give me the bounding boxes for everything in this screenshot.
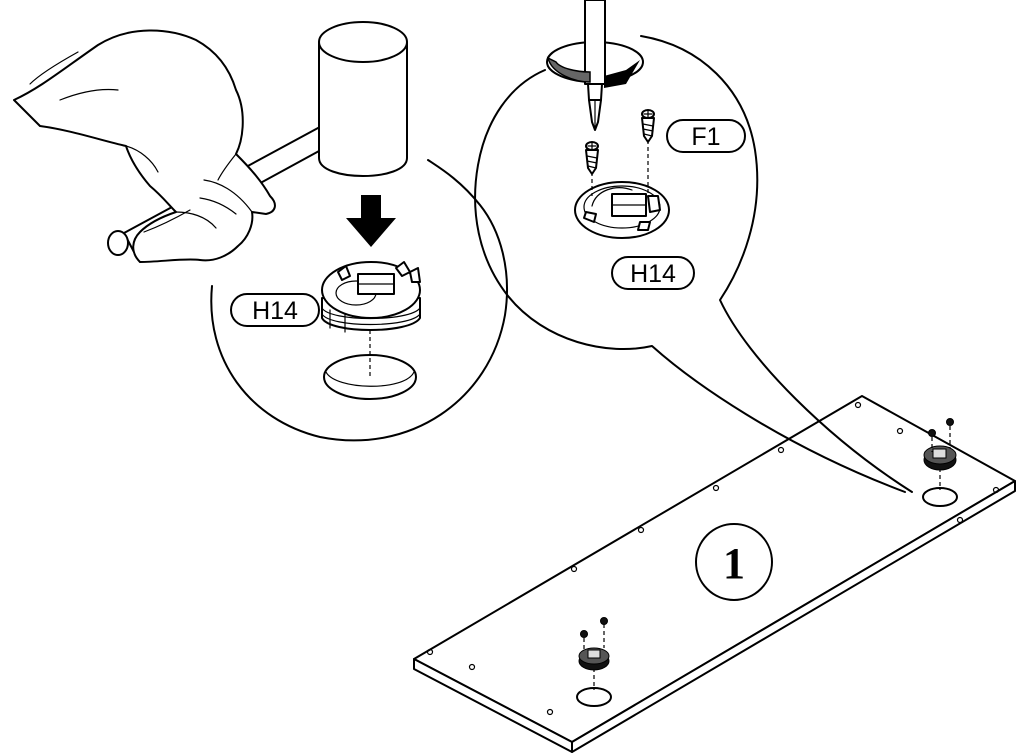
cam-lock-top-view bbox=[574, 181, 670, 239]
cam-lock-small-front bbox=[578, 617, 610, 690]
panel-cam-hole-back bbox=[922, 487, 958, 507]
part-label-h14-left: H14 bbox=[230, 293, 320, 327]
hand-icon bbox=[13, 29, 276, 263]
arrow-down-icon bbox=[346, 195, 396, 247]
cam-lock-h14 bbox=[321, 261, 421, 333]
left-detail-bubble: H14 bbox=[210, 159, 508, 442]
screwdriver-icon bbox=[546, 0, 644, 131]
panel-holes bbox=[426, 401, 1000, 716]
svg-text:F1: F1 bbox=[691, 123, 720, 151]
svg-text:H14: H14 bbox=[630, 260, 676, 288]
step-number-badge: 1 bbox=[695, 523, 773, 601]
part-label-f1: F1 bbox=[666, 119, 746, 153]
panel-cam-hole-front bbox=[576, 687, 612, 707]
part-label-h14-right: H14 bbox=[611, 256, 695, 290]
cam-lock-small-back bbox=[923, 418, 957, 490]
step-number: 1 bbox=[723, 539, 745, 588]
screw-f1-right bbox=[641, 109, 655, 198]
svg-text:H14: H14 bbox=[252, 297, 298, 325]
right-detail-bubble: F1 H14 bbox=[474, 0, 913, 493]
screw-f1-left bbox=[585, 141, 599, 196]
